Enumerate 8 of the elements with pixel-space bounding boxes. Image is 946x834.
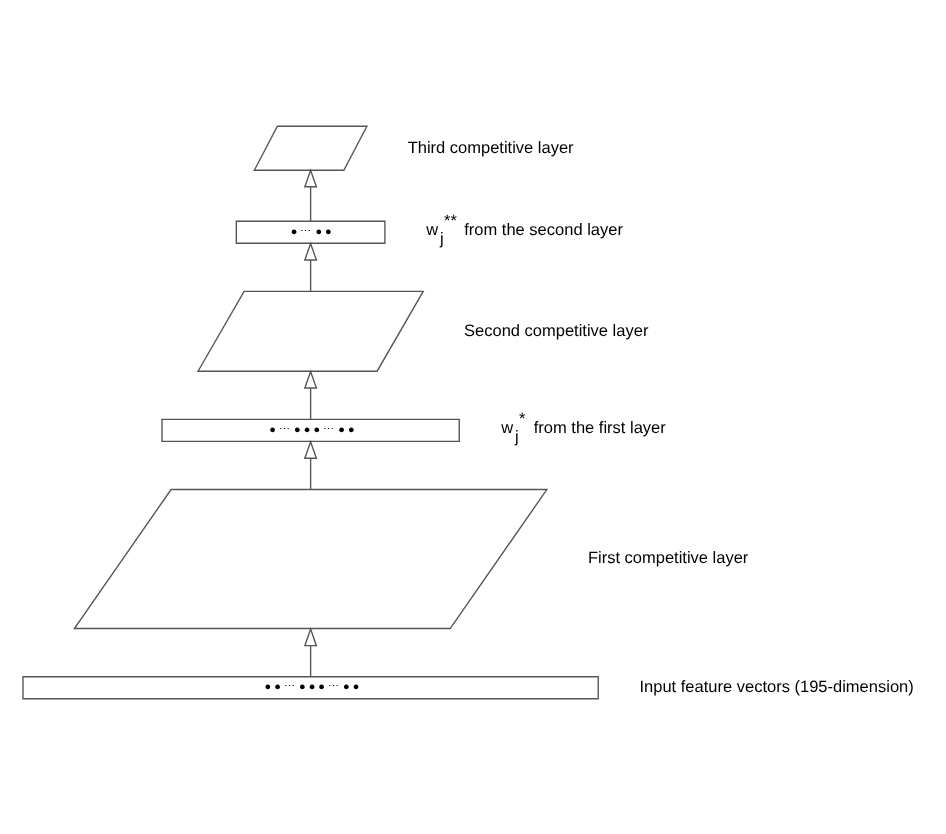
arrow xyxy=(303,167,318,221)
node-parallelogram xyxy=(196,289,425,371)
arrow xyxy=(303,240,318,291)
arrow xyxy=(303,626,318,677)
arrow xyxy=(303,368,318,419)
arrow xyxy=(303,438,318,489)
node-parallelogram xyxy=(253,124,369,170)
node-parallelogram xyxy=(73,487,549,629)
